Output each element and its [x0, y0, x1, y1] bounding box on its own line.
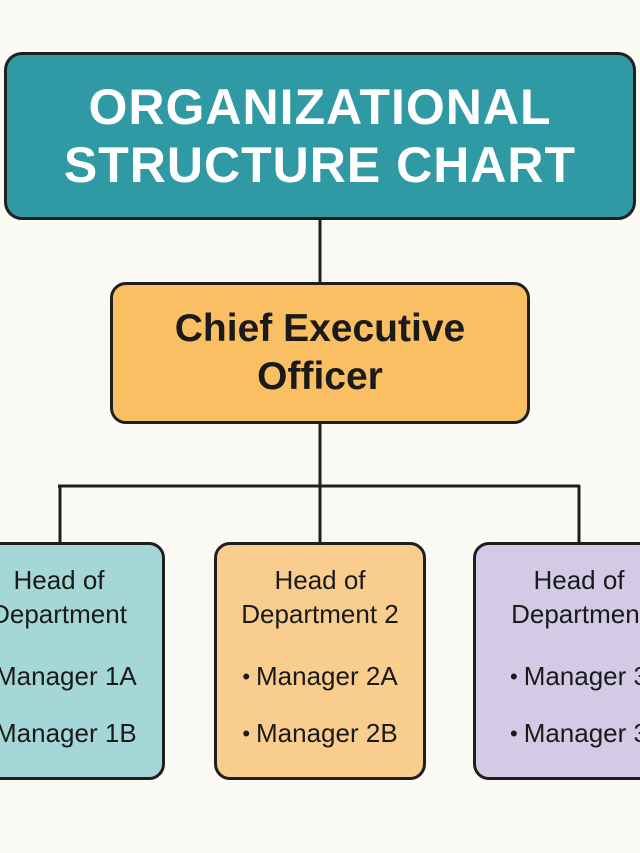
department-2-head: Head of Department 2 — [217, 563, 423, 631]
ceo-label-line-1: Chief Executive — [174, 307, 466, 350]
department-3-manager-item: •Manager 3 — [476, 705, 640, 762]
bullet-icon: • — [242, 721, 251, 746]
department-2-manager-item: •Manager 2A — [217, 648, 423, 705]
department-3-box: Head of Department •Manager 3 •Manager 3 — [473, 542, 640, 780]
department-2-box: Head of Department 2 •Manager 2A •Manage… — [214, 542, 426, 780]
bullet-icon: • — [509, 664, 518, 689]
chart-title-box: ORGANIZATIONAL STRUCTURE CHART — [4, 52, 636, 220]
department-2-manager-label: Manager 2B — [256, 718, 398, 748]
ceo-label-line-2: Officer — [257, 355, 383, 398]
department-2-manager-label: Manager 2A — [256, 661, 398, 691]
department-1-manager-label: Manager 1B — [0, 718, 137, 748]
department-1-manager-item: •Manager 1B — [0, 705, 162, 762]
bullet-icon: • — [509, 721, 518, 746]
department-3-manager-label: Manager 3 — [523, 661, 640, 691]
department-1-box: Head of Department •Manager 1A •Manager … — [0, 542, 165, 780]
department-2-head-line-2: Department 2 — [241, 599, 399, 629]
chart-title-line-1: ORGANIZATIONAL — [88, 79, 552, 135]
department-1-head-line-2: Department — [0, 599, 127, 629]
department-1-manager-list: •Manager 1A •Manager 1B — [0, 648, 162, 762]
department-1-head-line-1: Head of — [13, 565, 105, 595]
department-3-head: Head of Department — [476, 563, 640, 631]
department-1-manager-label: Manager 1A — [0, 661, 137, 691]
department-2-head-line-1: Head of — [274, 565, 366, 595]
department-2-manager-list: •Manager 2A •Manager 2B — [217, 648, 423, 762]
department-3-manager-label: Manager 3 — [523, 718, 640, 748]
department-1-head: Head of Department — [0, 563, 162, 631]
ceo-box: Chief Executive Officer — [110, 282, 530, 424]
department-3-manager-list: •Manager 3 •Manager 3 — [476, 648, 640, 762]
chart-title-line-2: STRUCTURE CHART — [63, 137, 577, 193]
department-2-manager-item: •Manager 2B — [217, 705, 423, 762]
department-1-manager-item: •Manager 1A — [0, 648, 162, 705]
department-3-head-line-2: Department — [511, 599, 640, 629]
department-3-head-line-1: Head of — [533, 565, 625, 595]
department-3-manager-item: •Manager 3 — [476, 648, 640, 705]
bullet-icon: • — [242, 664, 251, 689]
